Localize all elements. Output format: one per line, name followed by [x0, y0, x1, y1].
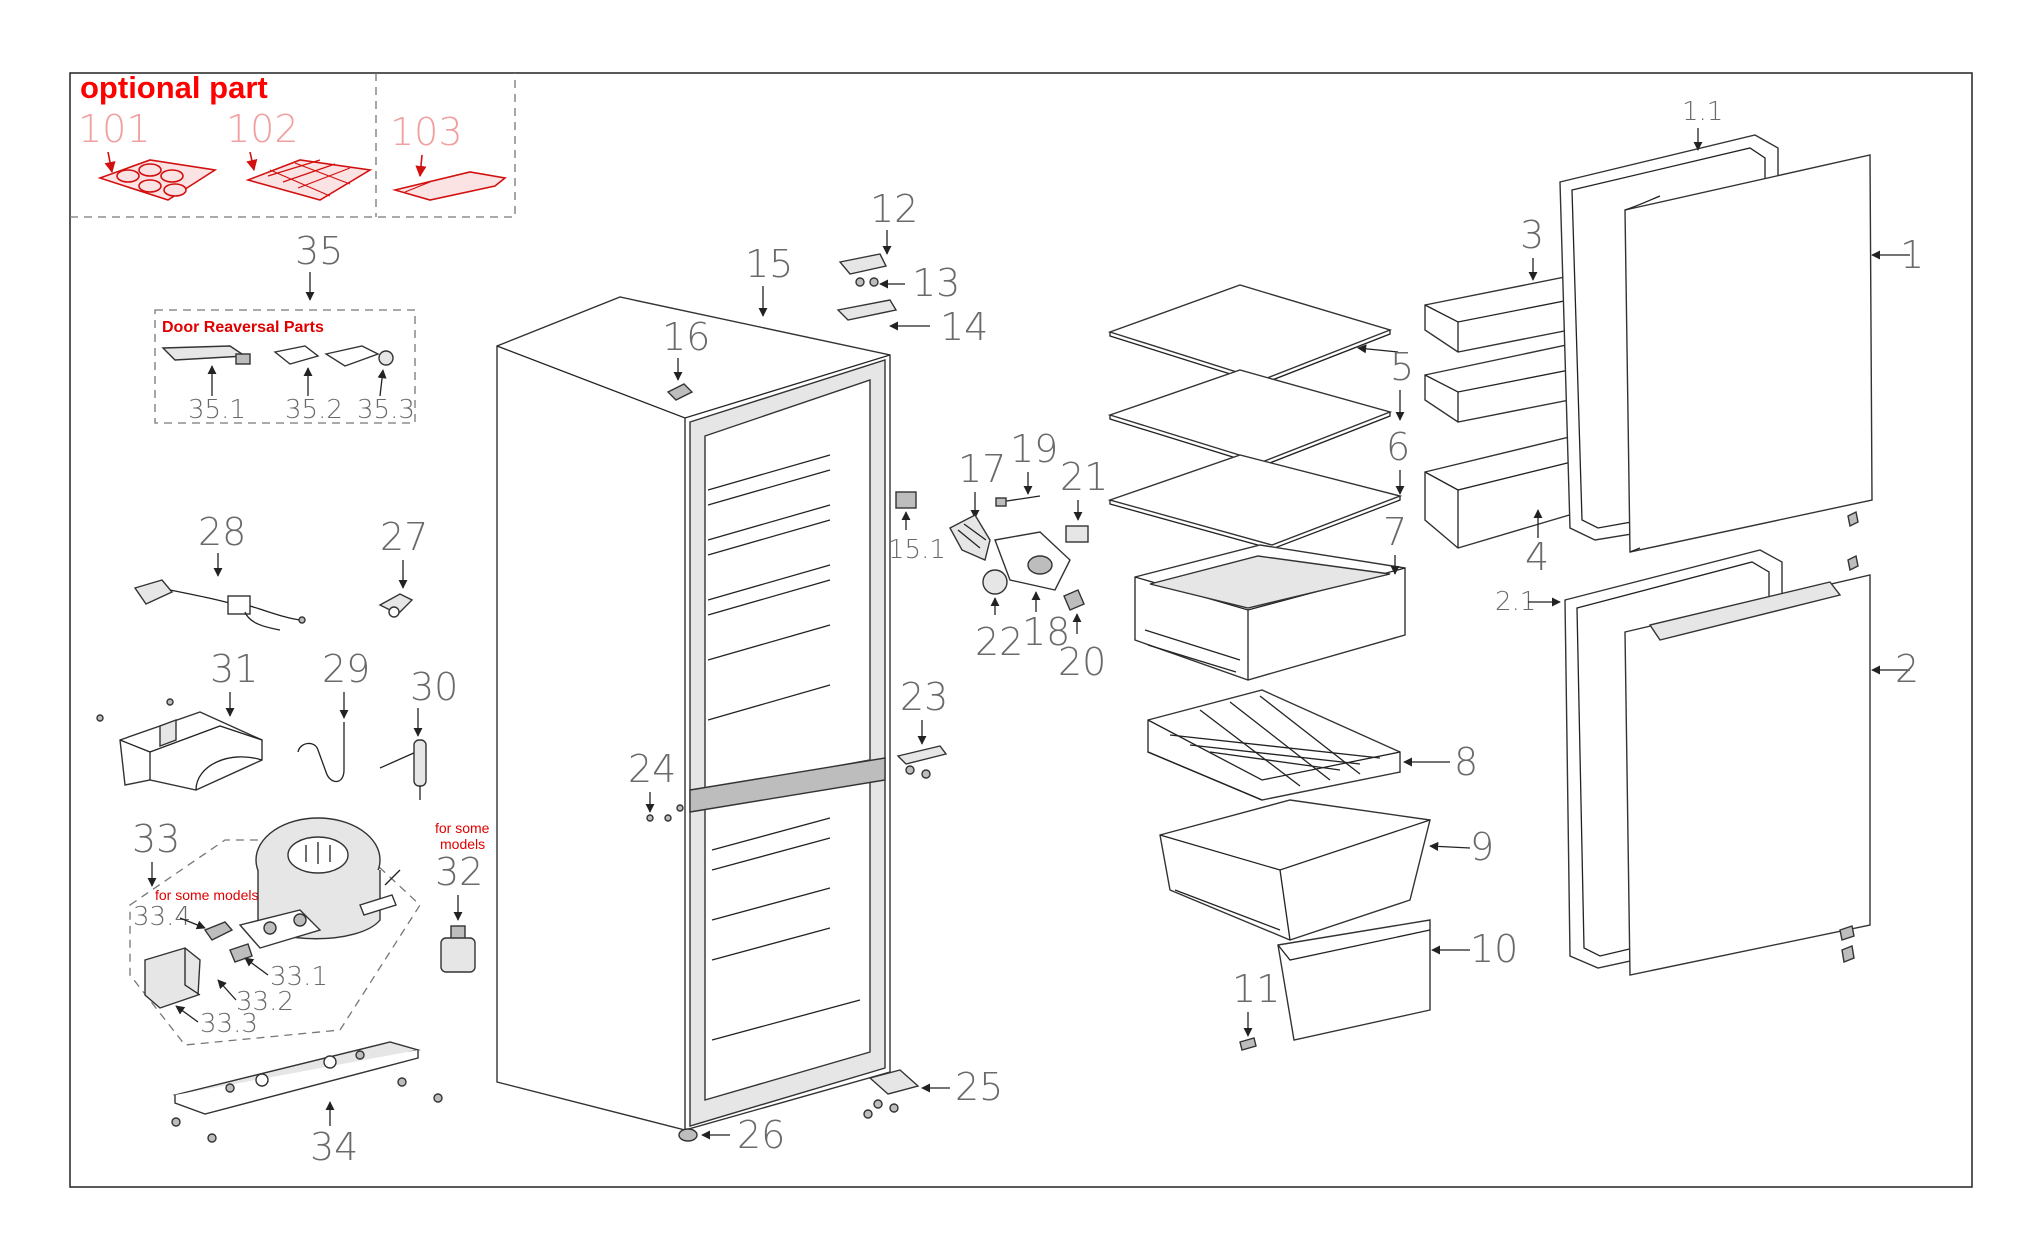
- part-label-6: 6: [1386, 425, 1410, 469]
- part-label-101: 101: [78, 107, 151, 151]
- part-label-4: 4: [1525, 535, 1549, 579]
- part-label-33-1: 33.1: [270, 962, 328, 992]
- part-label-18: 18: [1022, 610, 1070, 654]
- power-cord-part-28: 28: [133, 510, 306, 631]
- part-label-33-4: 33.4: [133, 902, 191, 932]
- glass-shelves: 5 6: [1107, 284, 1414, 550]
- top-hinge-parts: 12 13 14: [836, 187, 988, 349]
- part-label-5: 5: [1390, 345, 1414, 389]
- part-label-16: 16: [662, 315, 710, 359]
- part-label-19: 19: [1010, 427, 1058, 471]
- part-label-25: 25: [955, 1065, 1003, 1109]
- filter-drier-part-30: 30: [379, 665, 458, 800]
- optional-part-box: optional part 101 102 103: [70, 70, 516, 218]
- part-label-11: 11: [1232, 967, 1280, 1011]
- part-label-35: 35: [295, 229, 343, 273]
- base-plate-part-34: 34: [171, 1041, 443, 1169]
- part-label-12: 12: [870, 187, 918, 231]
- part-label-27: 27: [380, 515, 428, 559]
- part-label-23: 23: [900, 675, 948, 719]
- part-label-10: 10: [1470, 927, 1518, 971]
- part-label-34: 34: [310, 1125, 358, 1169]
- part-label-7: 7: [1383, 510, 1407, 554]
- part-label-32: 32: [435, 850, 483, 894]
- clip-part-11: 11: [1232, 967, 1280, 1051]
- optional-part-title: optional part: [80, 70, 268, 105]
- lamp-assembly: 17 19 21 22 18 20: [949, 427, 1108, 684]
- doors: 1 2: [1624, 154, 1924, 976]
- part-label-31: 31: [210, 647, 258, 691]
- part-label-8: 8: [1454, 740, 1478, 784]
- part-label-102: 102: [226, 107, 299, 151]
- optional-note-line1: for some: [435, 820, 490, 836]
- compressor-note: for some models: [155, 887, 258, 903]
- part-label-1-1: 1.1: [1682, 97, 1723, 127]
- middle-hinge-part-23: 23: [896, 675, 948, 779]
- adjustable-foot-part-26: 26: [678, 1113, 785, 1157]
- part-label-26: 26: [737, 1113, 785, 1157]
- part-label-2: 2: [1895, 647, 1919, 691]
- part-label-3: 3: [1520, 213, 1544, 257]
- door-reversal-group: 35 Door Reaversal Parts 35.1 35.2 35.3: [154, 229, 416, 425]
- freezer-drawer-part-9: 9: [1159, 799, 1494, 941]
- part-label-21: 21: [1060, 455, 1108, 499]
- part-label-14: 14: [940, 305, 988, 349]
- drain-tube-part-29: 29: [297, 647, 370, 783]
- hinge-cover-part-16: 16: [662, 315, 710, 401]
- drip-tray-part-31: 31: [96, 647, 263, 791]
- part-label-24: 24: [628, 747, 676, 791]
- part-label-1: 1: [1900, 233, 1924, 277]
- part-label-15: 15: [745, 242, 793, 286]
- part-label-15-1: 15.1: [888, 535, 946, 565]
- freezer-flap-part-10: 10: [1277, 919, 1518, 1041]
- part-label-35-1: 35.1: [188, 395, 246, 425]
- part-label-30: 30: [410, 665, 458, 709]
- ice-cube-tray-part-102: [245, 151, 373, 201]
- part-label-35-2: 35.2: [285, 395, 343, 425]
- door-reversal-title: Door Reaversal Parts: [162, 319, 324, 336]
- part-label-103: 103: [390, 110, 463, 154]
- crisper-drawer-part-7: 7: [1134, 510, 1407, 681]
- part-label-13: 13: [912, 261, 960, 305]
- screw-part-24: 24: [628, 747, 676, 822]
- part-label-29: 29: [322, 647, 370, 691]
- part-label-22: 22: [975, 620, 1023, 664]
- part-label-33-3: 33.3: [200, 1009, 258, 1039]
- part-label-20: 20: [1058, 640, 1106, 684]
- part-label-35-3: 35.3: [357, 395, 415, 425]
- optional-note-line2: models: [440, 836, 485, 852]
- diagram-frame: [69, 72, 1973, 1188]
- egg-tray-part-101: [97, 151, 218, 201]
- ice-scoop-part-103: [391, 154, 507, 201]
- freezer-basket-part-8: 8: [1147, 689, 1478, 801]
- part-label-33: 33: [132, 817, 180, 861]
- switch-part-15-1: 15.1: [888, 491, 946, 565]
- compressor-group: 33 for some models 33.4 33.1 33.2 33.3: [129, 817, 421, 1046]
- part-label-17: 17: [958, 447, 1006, 491]
- part-label-9: 9: [1470, 825, 1494, 869]
- cabinet-part-15: 15: [496, 242, 891, 1131]
- bottom-hinge-part-25: 25: [863, 1065, 1003, 1119]
- part-32-group: for some models 32: [435, 820, 490, 973]
- part-label-28: 28: [198, 510, 246, 554]
- cord-clamp-part-27: 27: [378, 515, 428, 618]
- part-label-33-2: 33.2: [236, 987, 294, 1017]
